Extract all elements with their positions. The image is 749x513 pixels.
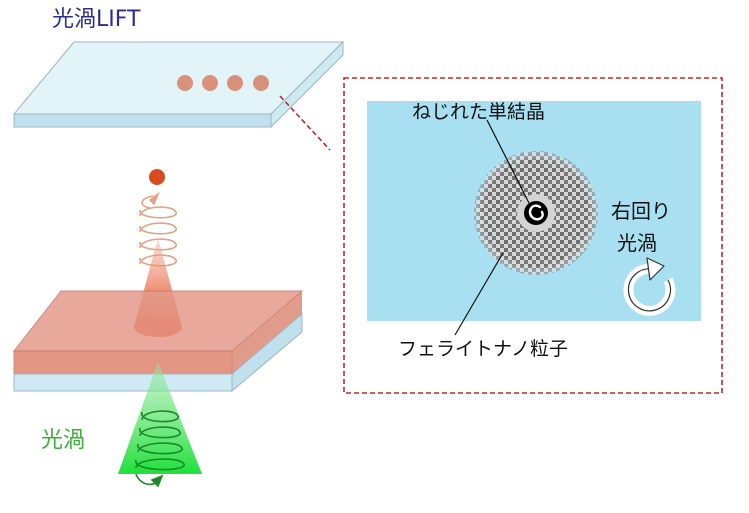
ferrite-particle-disk [474,151,598,275]
connector-line [279,95,331,151]
donor-plate [12,290,304,393]
spiral-crystal-icon [528,204,544,221]
ferrite-nanoparticles-label: フェライトナノ粒子 [398,338,569,360]
right-vortex-label-line1: 右回り [611,199,671,223]
ejected-particle [149,169,165,185]
right-vortex-label-line2: 光渦 [617,231,657,255]
receiver-plate [12,40,345,129]
ferrite-leader [454,252,504,336]
green-helix [135,410,185,488]
inset-panel [343,77,723,394]
deposited-dots [177,75,269,91]
crystal-leader [486,119,531,206]
vortex-beam-label: 光渦 [41,428,86,453]
clockwise-arrow-icon [623,257,676,316]
title-label: 光渦LIFT [52,7,141,32]
helix-icon [139,191,177,267]
twisted-crystal-label: ねじれた単結晶 [412,101,546,123]
